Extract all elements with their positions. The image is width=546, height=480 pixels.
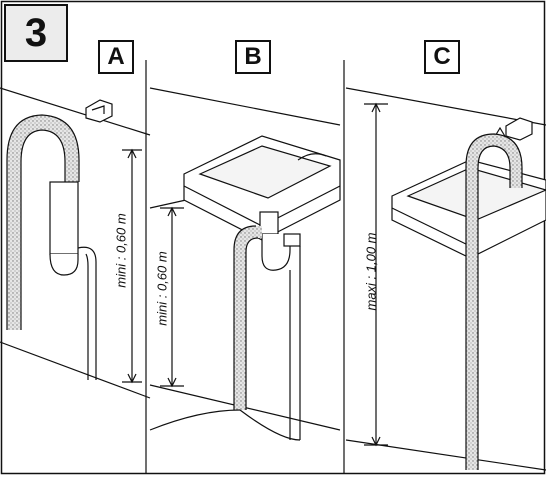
- faucet-b: [297, 153, 327, 161]
- panel-c-drawing: [345, 87, 546, 471]
- wall-clip-detail-a: [91, 105, 105, 114]
- drain-hose-a: [7, 114, 79, 330]
- hose-outline-inner-c: [477, 145, 511, 470]
- wall-clip-c: [505, 117, 533, 141]
- drain-pipe-inner-a: [85, 253, 89, 380]
- dimension-label-a: mini : 0,60 m: [113, 213, 129, 288]
- wall-line-top-a: [0, 87, 151, 136]
- hose-floor-b: [149, 409, 241, 431]
- hose-outline-outer-b: [233, 225, 257, 410]
- panel-b-drawing: [149, 87, 341, 441]
- panel-a-drawing: [0, 87, 151, 399]
- siphon-branch-b: [283, 233, 301, 247]
- hose-floor2-b: [239, 409, 301, 441]
- counter-edge-c: [391, 207, 471, 247]
- counter-ref-b: [149, 199, 187, 209]
- dimension-label-b: mini : 0,60 m: [154, 251, 170, 326]
- wall-clip-a: [85, 99, 113, 123]
- hose-outline-outer-c: [465, 133, 523, 470]
- standpipe-a: [49, 181, 79, 255]
- drain-pipe-outer-a: [77, 246, 97, 380]
- panel-label-b: B: [235, 40, 271, 74]
- dimension-label-c: maxi : 1,00 m: [363, 232, 379, 311]
- sink-basin-b: [198, 145, 332, 199]
- wall-line-bottom-a: [0, 341, 151, 399]
- siphon-top-b: [259, 211, 279, 235]
- siphon-trap-b: [261, 234, 291, 271]
- hose-outline-inner-b: [245, 237, 259, 410]
- wall-line-top-c: [345, 87, 546, 126]
- hose-outline-inner-a: [20, 129, 66, 330]
- panel-label-c: C: [424, 40, 460, 74]
- drain-hose-b: [234, 226, 262, 410]
- panel-label-a: A: [98, 40, 134, 74]
- step-number-box: 3: [4, 4, 68, 62]
- drain-hose-c: [466, 133, 522, 470]
- trap-bottom-a: [49, 253, 79, 276]
- counter-edge-b: [183, 185, 263, 227]
- hose-outline-outer-a: [6, 114, 80, 330]
- wall-line-top-b: [149, 87, 341, 126]
